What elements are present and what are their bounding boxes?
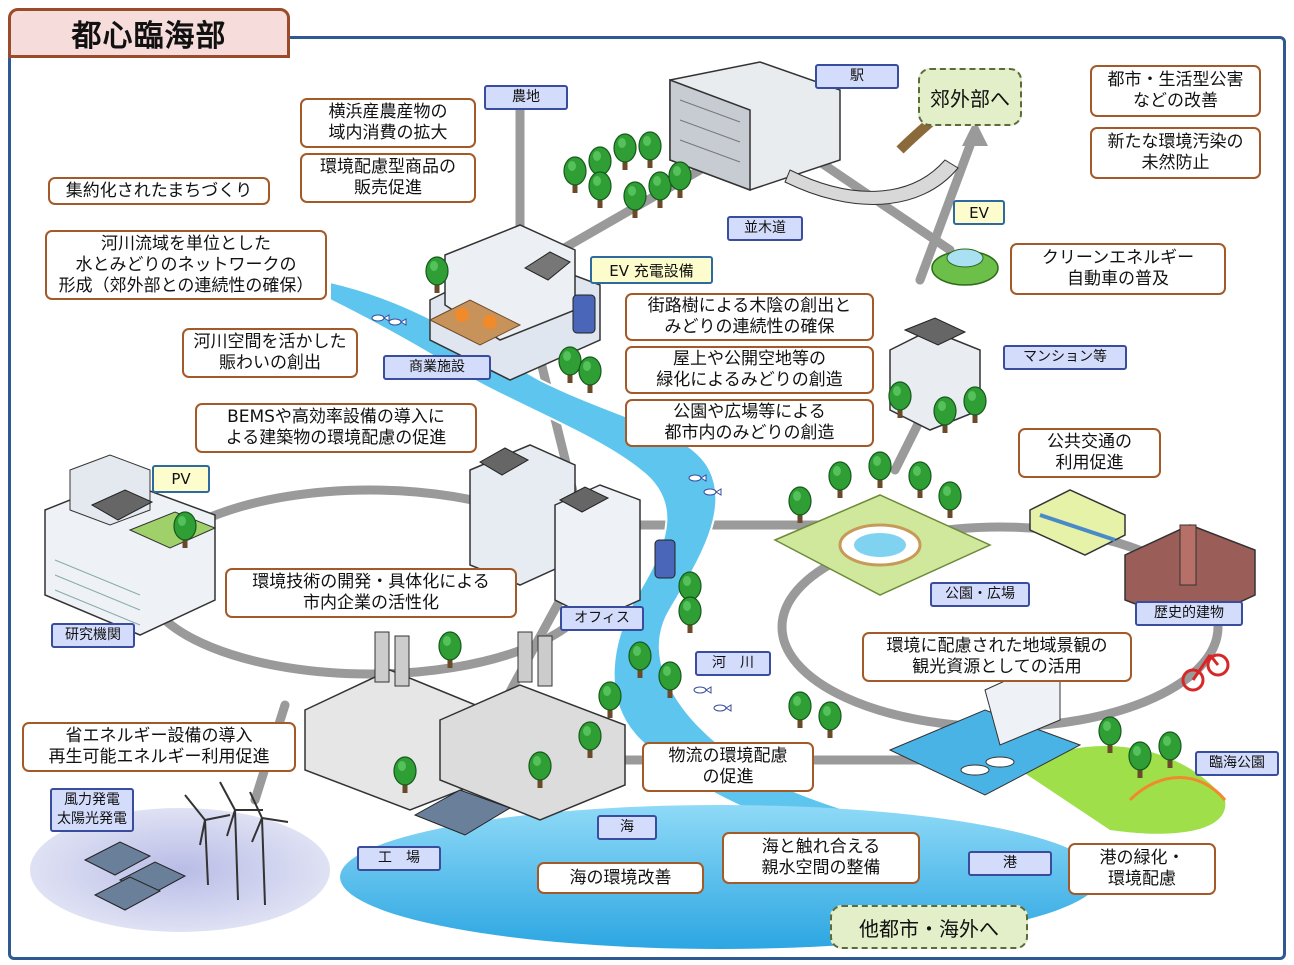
callout-compact-city: 集約化されたまちづくり xyxy=(48,177,270,205)
callout-parks: 公園や広場等による 都市内のみどりの創造 xyxy=(625,399,874,447)
callout-rooftop-green: 屋上や公開空地等の 緑化によるみどりの創造 xyxy=(625,346,874,394)
office-buildings xyxy=(469,444,676,621)
station-building xyxy=(669,61,960,205)
tag-mansion: マンション等 xyxy=(1003,345,1127,370)
coastal-park-path xyxy=(1128,776,1227,802)
arrow-to-suburb xyxy=(962,120,988,146)
callout-landscape: 環境に配慮された地域景観の 観光資源としての活用 xyxy=(862,632,1132,682)
callout-energy-saving: 省エネルギー設備の導入 再生可能エネルギー利用促進 xyxy=(22,722,296,772)
central-park xyxy=(773,494,992,596)
commercial-building xyxy=(428,224,601,381)
tag-ev-charger: EV 充電設備 xyxy=(590,256,713,284)
tag-river: 河 川 xyxy=(695,651,771,676)
wind-turbines xyxy=(184,781,289,906)
harbor xyxy=(888,664,1082,796)
tag-tree-lined-road: 並木道 xyxy=(727,216,803,241)
destination-suburb: 郊外部へ xyxy=(918,68,1022,126)
diagram-title: 都心臨海部 xyxy=(8,8,290,58)
bicycle xyxy=(1181,653,1230,692)
callout-river-network: 河川流域を単位とした 水とみどりのネットワークの 形成（郊外部との連続性の確保） xyxy=(45,230,327,300)
callout-street-trees: 街路樹による木陰の創出と みどりの連続性の確保 xyxy=(625,293,874,341)
callout-pollution: 都市・生活型公害 などの改善 xyxy=(1090,65,1261,117)
bus xyxy=(1029,489,1126,556)
callout-clean-car: クリーンエネルギー 自動車の普及 xyxy=(1010,243,1226,295)
tag-research: 研究機関 xyxy=(51,623,135,648)
solar-panels xyxy=(83,841,187,911)
callout-env-tech: 環境技術の開発・具体化による 市内企業の活性化 xyxy=(225,568,517,618)
factories xyxy=(304,631,626,836)
tag-farmland: 農地 xyxy=(484,85,568,110)
tag-office: オフィス xyxy=(560,606,644,631)
callout-bems: BEMSや高効率設備の導入に よる建築物の環境配慮の促進 xyxy=(195,403,477,453)
callout-river-space: 河川空間を活かした 賑わいの創出 xyxy=(182,328,358,378)
windfarm-ground xyxy=(30,808,330,932)
tag-park-plaza: 公園・広場 xyxy=(930,582,1030,607)
tag-wind-solar: 風力発電 太陽光発電 xyxy=(50,788,134,832)
callout-port-green: 港の緑化・ 環境配慮 xyxy=(1068,843,1216,895)
callout-new-pollution: 新たな環境汚染の 未然防止 xyxy=(1090,127,1261,179)
mansion-building xyxy=(889,317,981,431)
ev-car xyxy=(931,248,999,286)
callout-local-produce: 横浜産農産物の 域内消費の拡大 xyxy=(300,98,476,148)
callout-sea-improve: 海の環境改善 xyxy=(537,862,704,894)
callout-waterfront: 海と触れ合える 親水空間の整備 xyxy=(722,832,920,884)
tag-sea: 海 xyxy=(597,815,657,840)
destination-other-cities: 他都市・海外へ xyxy=(830,905,1028,949)
tag-factory: 工 場 xyxy=(357,846,441,871)
tag-coastal-park: 臨海公園 xyxy=(1195,751,1279,776)
historic-building xyxy=(1124,524,1256,626)
tag-commercial: 商業施設 xyxy=(383,355,491,380)
tag-ev: EV xyxy=(953,200,1005,225)
tag-pv: PV xyxy=(152,465,210,493)
research-building xyxy=(44,454,217,636)
callout-logistics: 物流の環境配慮 の促進 xyxy=(642,742,814,792)
callout-eco-products: 環境配慮型商品の 販売促進 xyxy=(300,153,476,203)
coastal-park-lawn xyxy=(1020,746,1226,834)
tag-station: 駅 xyxy=(815,64,899,89)
callout-public-transit: 公共交通の 利用促進 xyxy=(1018,428,1161,478)
tag-port: 港 xyxy=(968,851,1052,876)
tag-historic: 歴史的建物 xyxy=(1135,601,1243,626)
